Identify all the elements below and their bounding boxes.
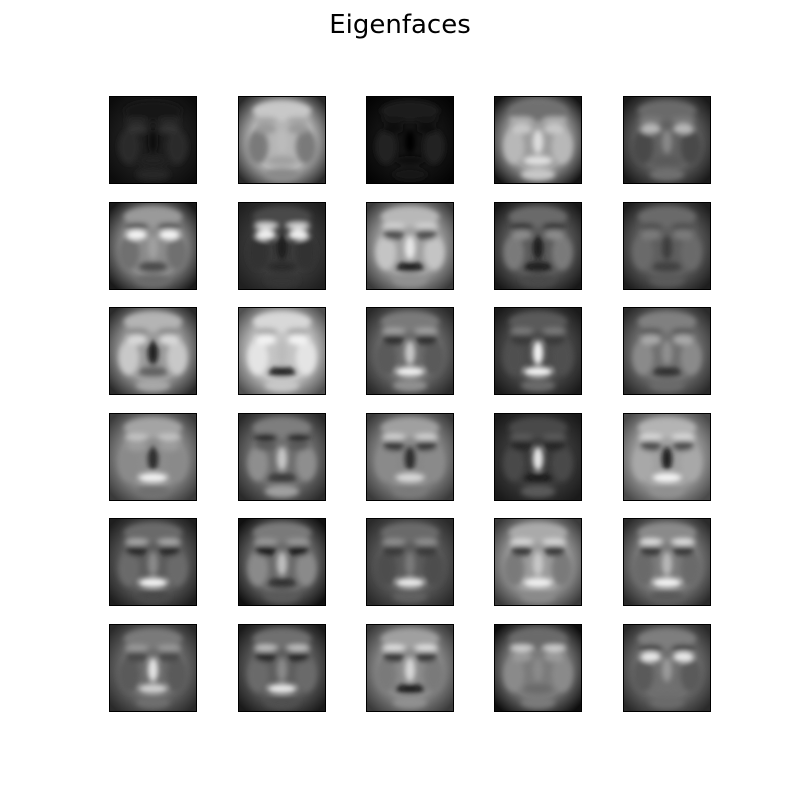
eigenface-panel (238, 624, 326, 712)
eigenface-panel (494, 307, 582, 395)
figure-title: Eigenfaces (329, 10, 471, 40)
eigenface-panel (366, 307, 454, 395)
eigenface-panel (623, 307, 711, 395)
eigenface-panel (494, 96, 582, 184)
eigenface-panel (366, 413, 454, 501)
eigenface-panel (494, 413, 582, 501)
eigenface-panel (366, 518, 454, 606)
eigenface-panel (623, 413, 711, 501)
eigenface-panel (623, 518, 711, 606)
eigenface-panel (109, 624, 197, 712)
eigenface-panel (109, 307, 197, 395)
eigenface-panel (623, 202, 711, 290)
eigenface-panel (238, 202, 326, 290)
eigenface-panel (623, 96, 711, 184)
eigenface-panel (623, 624, 711, 712)
eigenface-panel (109, 518, 197, 606)
eigenface-panel (366, 96, 454, 184)
eigenface-panel (238, 307, 326, 395)
eigenface-panel (238, 413, 326, 501)
eigenface-panel (494, 624, 582, 712)
eigenface-panel (238, 96, 326, 184)
eigenface-panel (366, 202, 454, 290)
eigenface-panel (238, 518, 326, 606)
eigenface-panel (366, 624, 454, 712)
eigenface-panel (494, 202, 582, 290)
eigenface-panel (494, 518, 582, 606)
eigenface-panel (109, 202, 197, 290)
eigenface-panel (109, 96, 197, 184)
eigenface-panel (109, 413, 197, 501)
